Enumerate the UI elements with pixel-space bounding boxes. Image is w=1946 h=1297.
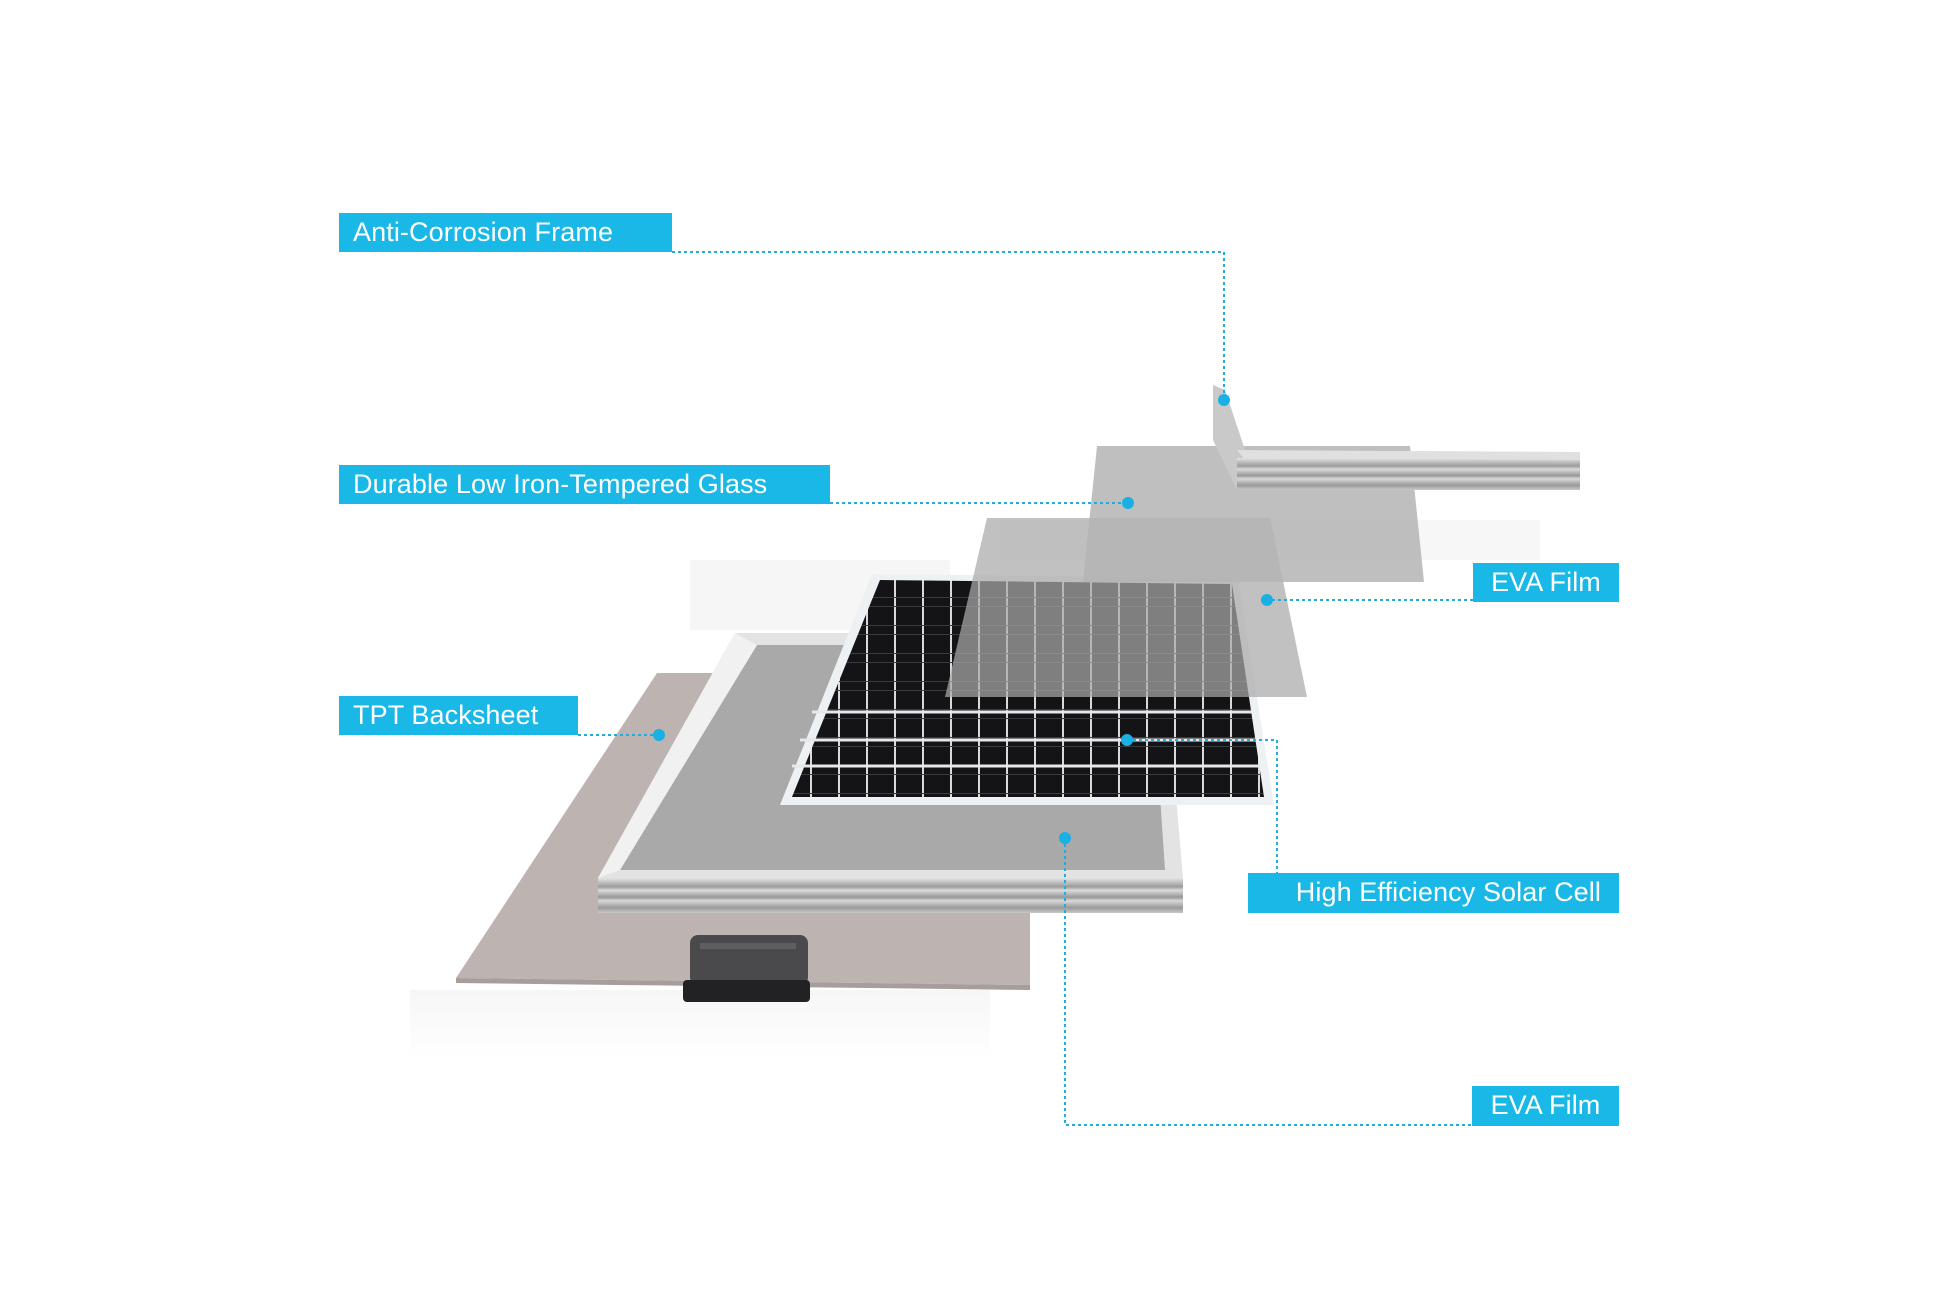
connector-eva-bottom <box>1064 838 1472 1126</box>
connector-solar-cell <box>1127 739 1278 873</box>
frame-corner-piece <box>1213 385 1580 490</box>
dot-solar-cell <box>1121 734 1133 746</box>
connector-frame <box>672 251 1225 400</box>
junction-box <box>683 935 810 1002</box>
label-eva-film-bottom: EVA Film <box>1472 1086 1619 1126</box>
connector-lines <box>578 251 1473 1126</box>
label-tpt-backsheet: TPT Backsheet <box>339 696 578 735</box>
label-tempered-glass: Durable Low Iron-Tempered Glass <box>339 465 830 504</box>
dot-eva-top <box>1261 594 1273 606</box>
dot-eva-bottom <box>1059 832 1071 844</box>
label-eva-film-top: EVA Film <box>1473 563 1619 602</box>
label-solar-cell: High Efficiency Solar Cell <box>1248 873 1619 913</box>
dot-backsheet <box>653 729 665 741</box>
dot-frame <box>1218 394 1230 406</box>
label-anti-corrosion-frame: Anti-Corrosion Frame <box>339 213 672 252</box>
connector-dots <box>653 394 1273 844</box>
dot-glass <box>1122 497 1134 509</box>
